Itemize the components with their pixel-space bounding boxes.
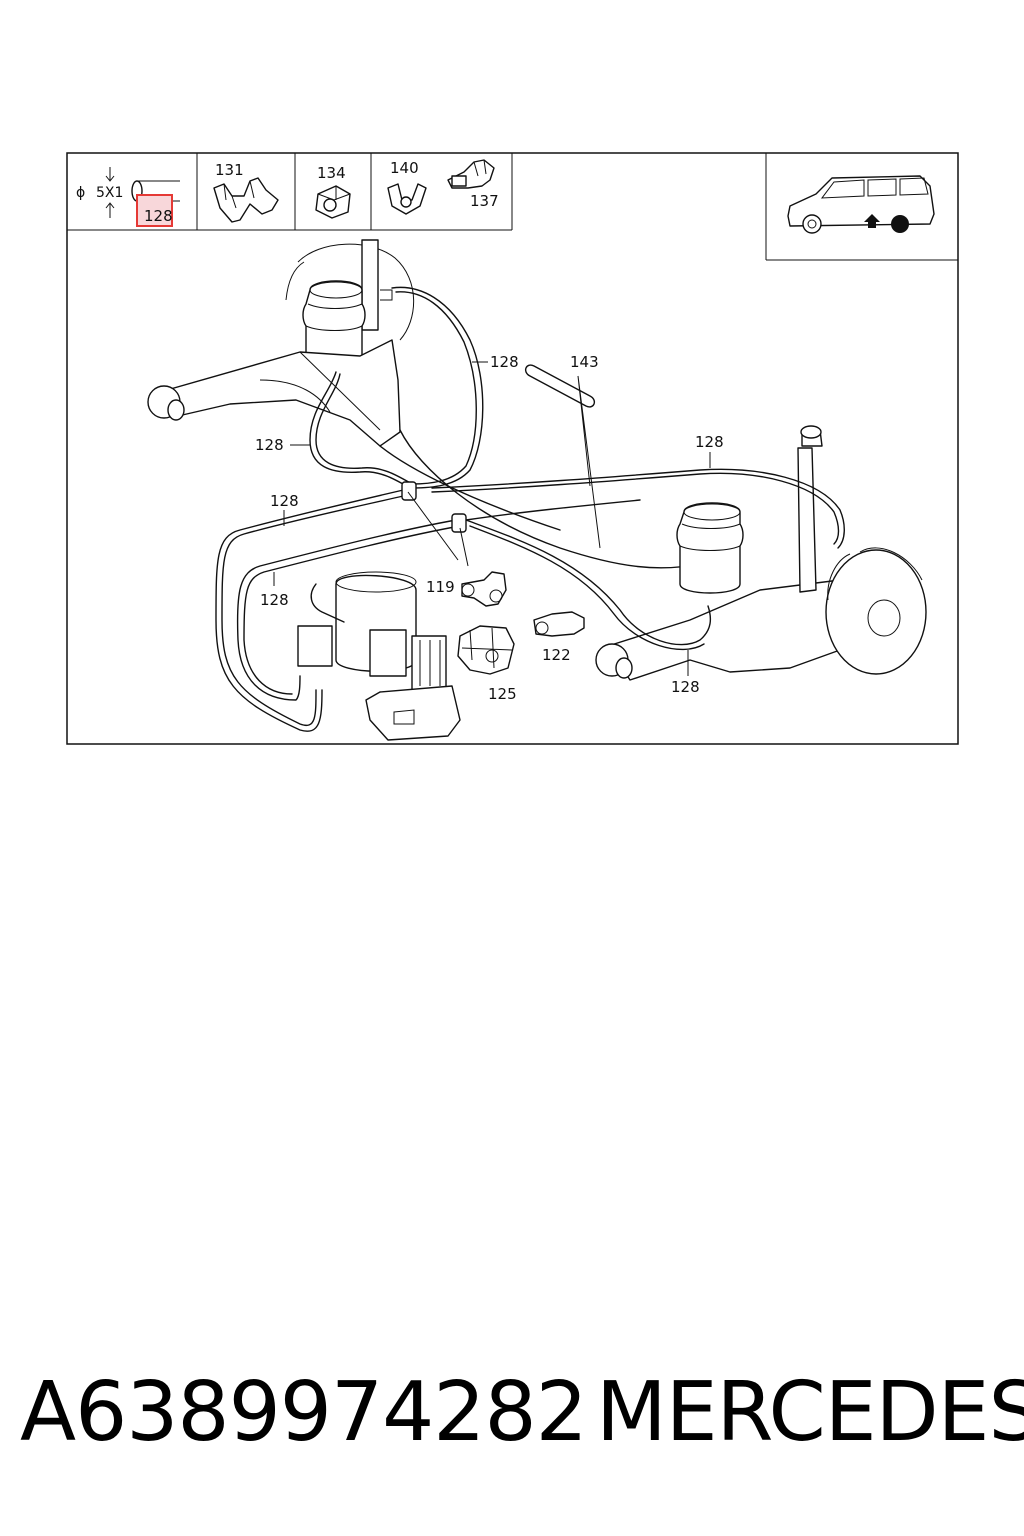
part-label-137: 137 (470, 192, 499, 210)
highlighted-part-box (136, 194, 173, 227)
callouts: 128 143 128 128 128 128 119 122 125 128 (255, 353, 724, 703)
part-number: A6389974282 (20, 1365, 588, 1460)
brand-name: MERCEDES (596, 1365, 1024, 1460)
parts-diagram: ϕ 5X1 128 131 134 140 137 (66, 152, 959, 745)
callout-119: 119 (426, 578, 455, 596)
part-label-134: 134 (317, 164, 346, 182)
callout-128-right-lower: 128 (671, 678, 700, 696)
arrow-up-icon (864, 214, 880, 228)
part-label-131: 131 (215, 161, 244, 179)
right-air-spring (676, 502, 744, 594)
callout-128-top: 128 (490, 353, 519, 371)
callout-128-left-lower: 128 (260, 591, 289, 609)
air-line-left-loop (215, 487, 413, 732)
compressor-unit (297, 571, 461, 741)
hose-dimension-cell: ϕ 5X1 128 (76, 167, 180, 227)
air-line-top (391, 286, 484, 489)
air-line-right-long (431, 468, 845, 549)
diameter-symbol: ϕ (76, 185, 85, 201)
footer: A6389974282 MERCEDES (0, 1372, 1024, 1472)
part-label-140: 140 (390, 159, 419, 177)
right-shock-absorber (797, 447, 817, 593)
vehicle-thumbnail (765, 153, 958, 261)
right-brake-disc (825, 549, 927, 675)
parts-table: ϕ 5X1 128 131 134 140 137 (67, 153, 513, 231)
callout-125: 125 (488, 685, 517, 703)
right-trailing-arm (607, 579, 863, 681)
connector-122 (533, 611, 585, 637)
hose-dimension: 5X1 (96, 185, 123, 201)
highlighted-part-number: 128 (144, 207, 173, 225)
clip-131-icon (213, 177, 279, 223)
rear-suspension-drawing (147, 239, 927, 741)
callout-143: 143 (570, 353, 599, 371)
callout-128-left-upper: 128 (255, 436, 284, 454)
t-fitting-lower (451, 513, 467, 533)
t-fitting-upper (401, 481, 417, 501)
left-trailing-arm (159, 339, 401, 447)
callout-122: 122 (542, 646, 571, 664)
callout-128-right-upper: 128 (695, 433, 724, 451)
rear-wheel-highlight-icon (891, 215, 909, 233)
valve-125 (457, 625, 515, 675)
bump-stop-143 (524, 364, 596, 408)
clip-140-icon (387, 183, 427, 215)
callout-128-left-middle: 128 (270, 492, 299, 510)
air-line-left-spring (309, 371, 411, 489)
